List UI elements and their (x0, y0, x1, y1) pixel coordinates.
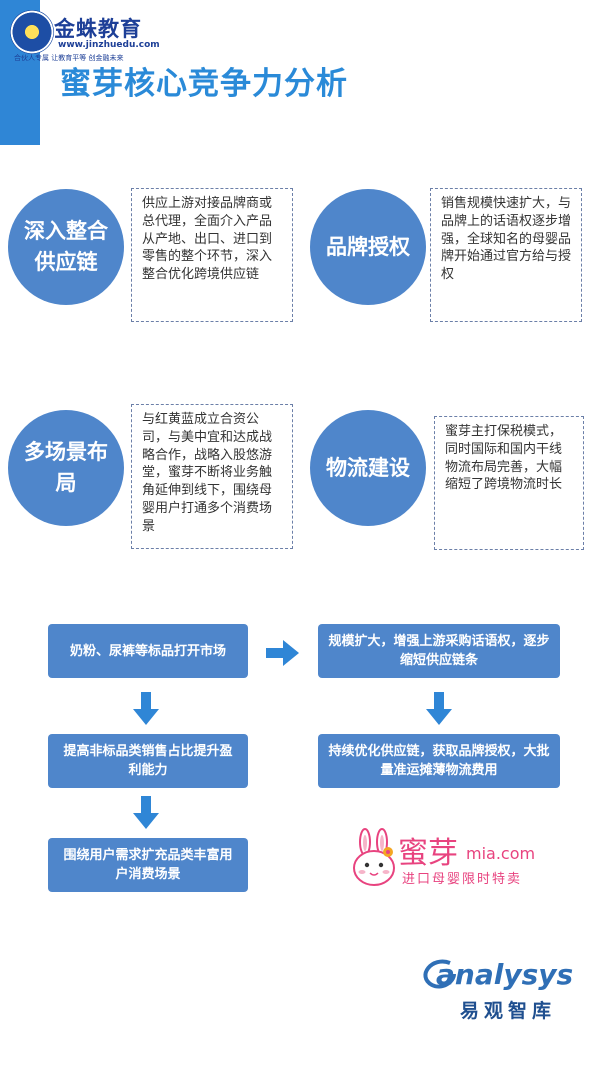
logo-title: 金蛛教育 (54, 17, 142, 41)
logo-slogan: 合伙人专属 让教育平等 创金融未来 (14, 54, 124, 62)
advantage-circle-supply-chain: 深入整合供应链 (8, 189, 124, 305)
advantage-desc-logistics: 蜜芽主打保税模式，同时国际和国内干线物流布局完善，大幅缩短了跨境物流时长 (434, 416, 584, 550)
rabbit-mascot-icon (353, 828, 395, 886)
jinzhu-logo: 金蛛教育 www.jinzhuedu.com 合伙人专属 让教育平等 创金融未来 (10, 10, 160, 62)
flow-step-optimize-supply-chain: 持续优化供应链，获取品牌授权，大批量准运摊薄物流费用 (318, 734, 560, 788)
mia-logo: 蜜芽 mia.com 进口母婴限时特卖 (348, 828, 548, 888)
advantage-circle-logistics: 物流建设 (310, 410, 426, 526)
analysys-logo: analysys 易观智库 (420, 958, 590, 1028)
page-title: 蜜芽核心竞争力分析 (60, 66, 348, 102)
analysys-swoosh-icon (423, 959, 456, 989)
advantage-desc-multi-scene: 与红黄蓝成立合资公司，与美中宜和达成战略合作，战略入股悠游堂，蜜芽不断将业务触角… (131, 404, 293, 549)
advantage-desc-supply-chain: 供应上游对接品牌商或总代理，全面介入产品从产地、出口、进口到零售的整个环节，深入… (131, 188, 293, 322)
analysys-wordmark: analysys (436, 958, 574, 991)
logo-url: www.jinzhuedu.com (58, 40, 160, 50)
flow-step-non-standard-products: 提高非标品类销售占比提升盈利能力 (48, 734, 248, 788)
flow-step-standard-products: 奶粉、尿裤等标品打开市场 (48, 624, 248, 678)
spider-emblem-icon (10, 10, 54, 54)
mia-brand-name: 蜜芽 (398, 836, 458, 871)
flow-step-expand-categories: 围绕用户需求扩充品类丰富用户消费场景 (48, 838, 248, 892)
advantage-circle-brand-authorization: 品牌授权 (310, 189, 426, 305)
flow-arrow-down-icon (133, 796, 159, 830)
mia-brand-domain: mia.com (466, 844, 536, 863)
flow-arrow-down-icon (426, 692, 452, 726)
analysys-chinese-name: 易观智库 (460, 1000, 557, 1022)
flow-step-scale-up: 规模扩大，增强上游采购话语权，逐步缩短供应链条 (318, 624, 560, 678)
advantage-desc-brand-authorization: 销售规模快速扩大，与品牌上的话语权逐步增强，全球知名的母婴品牌开始通过官方给与授… (430, 188, 582, 322)
mia-tagline: 进口母婴限时特卖 (402, 872, 523, 887)
advantage-circle-multi-scene: 多场景布局 (8, 410, 124, 526)
flow-arrow-down-icon (133, 692, 159, 726)
flow-arrow-right-icon (266, 640, 300, 666)
